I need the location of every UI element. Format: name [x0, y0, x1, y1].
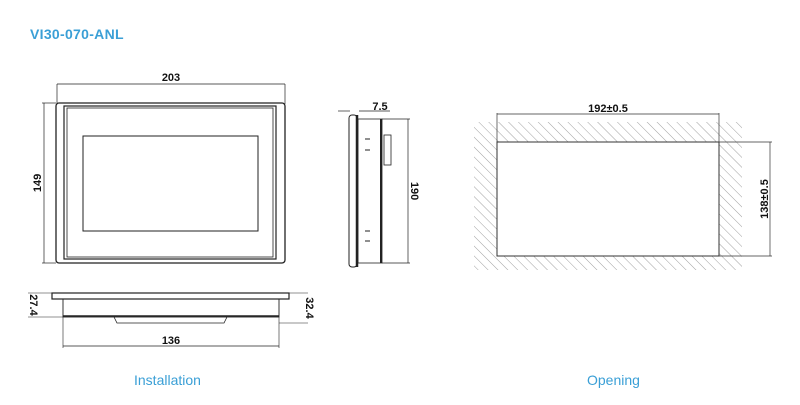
- opening-caption: Opening: [587, 372, 640, 388]
- side-depth-label: 7.5: [372, 101, 387, 113]
- bottom-right-label: 32.4: [303, 297, 315, 319]
- bottom-width-label: 136: [162, 335, 180, 347]
- opening-view: [474, 113, 772, 270]
- front-view: [42, 83, 286, 264]
- bottom-left-label: 27.4: [27, 294, 39, 316]
- front-width-label: 203: [162, 72, 180, 84]
- side-height-label: 190: [408, 182, 420, 200]
- bottom-view: [28, 292, 308, 348]
- opening-width-label: 192±0.5: [588, 103, 628, 115]
- opening-height-label: 138±0.5: [759, 179, 771, 219]
- model-title: VI30-070-ANL: [30, 26, 124, 42]
- side-view: [338, 110, 410, 268]
- installation-caption: Installation: [134, 372, 201, 388]
- front-height-label: 149: [32, 174, 44, 192]
